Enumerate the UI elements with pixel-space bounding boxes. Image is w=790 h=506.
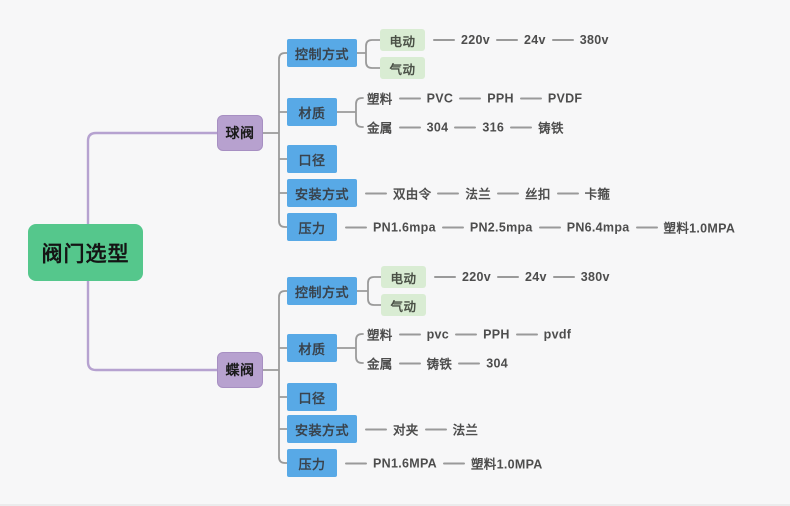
topic-node-diameter[interactable]: 口径	[287, 145, 337, 173]
leaf-text[interactable]: 铸铁	[538, 121, 564, 136]
leaf-text[interactable]: PPH	[483, 327, 510, 341]
connector-segment	[496, 39, 519, 41]
leaf-text[interactable]: 塑料1.0MPA	[663, 221, 736, 236]
leaf-text[interactable]: 380v	[580, 270, 610, 284]
leaf-chain-pressure: PN1.6mpa PN2.5mpa PN6.4mpa 塑料1.0MPA	[339, 218, 735, 237]
connector-segment	[424, 428, 447, 430]
row-bracket-line	[336, 97, 364, 128]
leaf-text[interactable]: 塑料1.0MPA	[471, 457, 543, 472]
leaf-text[interactable]: 卡箍	[584, 187, 611, 202]
branch-connector-line	[86, 279, 219, 372]
leaf-text[interactable]: 24v	[525, 270, 547, 284]
connector-segment	[519, 97, 542, 99]
leaf-text[interactable]: 对夹	[393, 423, 419, 438]
row-label-plastic[interactable]: 塑料	[367, 92, 393, 107]
leaf-text[interactable]: PN1.6MPA	[373, 456, 437, 470]
leaf-text[interactable]: 铸铁	[426, 357, 453, 372]
sub-node-electric[interactable]: 电动	[380, 29, 425, 51]
row-label-metal[interactable]: 金属	[367, 121, 393, 136]
sub-node-electric[interactable]: 电动	[381, 266, 426, 288]
connector-segment	[552, 276, 575, 278]
connector-segment	[556, 192, 579, 194]
leaf-chain-metal: 金属 铸铁 304	[367, 354, 508, 373]
connector-segment	[635, 226, 658, 228]
row-label-metal[interactable]: 金属	[367, 357, 393, 372]
leaf-text[interactable]: 24v	[524, 33, 546, 47]
leaf-chain-metal: 金属 304 316 铸铁	[367, 118, 564, 137]
leaf-chain-plastic: 塑料 PVC PPH PVDF	[367, 89, 582, 108]
branch-node-butterfly-valve[interactable]: 蝶阀	[217, 352, 263, 388]
row-bracket-line	[336, 333, 364, 364]
connector-segment	[454, 126, 477, 128]
connector-segment	[398, 97, 421, 99]
leaf-text[interactable]: 丝扣	[525, 187, 551, 202]
leaf-text[interactable]: PN1.6mpa	[373, 220, 436, 234]
sub-bracket-line	[356, 276, 382, 306]
topic-bracket-line	[262, 52, 288, 228]
leaf-chain-installation: 对夹 法兰	[359, 420, 478, 439]
branch-connector-line	[86, 131, 219, 226]
topic-node-material[interactable]: 材质	[287, 98, 337, 126]
connector-segment	[459, 97, 482, 99]
leaf-text[interactable]: PN6.4mpa	[566, 220, 630, 234]
connector-segment	[458, 362, 481, 364]
leaf-text[interactable]: 304	[486, 356, 508, 370]
leaf-text[interactable]: 380v	[579, 33, 609, 47]
connector-segment	[497, 276, 520, 278]
topic-bracket-line	[262, 290, 288, 464]
connector-segment	[455, 333, 478, 335]
sub-node-pneumatic[interactable]: 气动	[381, 294, 426, 316]
topic-node-installation[interactable]: 安装方式	[287, 179, 357, 207]
connector-segment	[510, 126, 533, 128]
leaf-text[interactable]: PVC	[426, 91, 454, 105]
topic-node-material[interactable]: 材质	[287, 334, 337, 362]
connector-segment	[398, 126, 421, 128]
connector-segment	[538, 226, 561, 228]
topic-node-pressure[interactable]: 压力	[287, 213, 337, 241]
branch-node-ball-valve[interactable]: 球阀	[217, 115, 263, 151]
leaf-chain-electric: 220v 24v 380v	[428, 270, 610, 284]
connector-segment	[345, 226, 367, 228]
connector-segment	[434, 276, 456, 278]
root-node-valve-selection[interactable]: 阀门选型	[28, 224, 143, 281]
connector-segment	[441, 226, 464, 228]
connector-segment	[433, 39, 455, 41]
leaf-text[interactable]: pvc	[426, 327, 450, 341]
leaf-text[interactable]: 304	[426, 120, 449, 134]
leaf-text[interactable]: PN2.5mpa	[469, 220, 533, 234]
leaf-chain-pressure: PN1.6MPA 塑料1.0MPA	[339, 454, 543, 473]
connector-segment	[345, 462, 367, 464]
leaf-text[interactable]: pvdf	[543, 327, 572, 341]
leaf-text[interactable]: 双由令	[393, 187, 432, 202]
connector-segment	[365, 192, 387, 194]
connector-segment	[398, 362, 421, 364]
row-label-plastic[interactable]: 塑料	[367, 328, 393, 343]
leaf-text[interactable]: 法兰	[452, 423, 479, 438]
connector-segment	[551, 39, 574, 41]
leaf-text[interactable]: PPH	[487, 91, 514, 105]
leaf-chain-plastic: 塑料 pvc PPH pvdf	[367, 325, 571, 344]
connector-segment	[365, 428, 387, 430]
leaf-text[interactable]: 法兰	[465, 187, 492, 202]
sub-bracket-line	[356, 39, 381, 69]
topic-node-control-mode[interactable]: 控制方式	[287, 39, 357, 67]
connector-segment	[443, 462, 465, 464]
leaf-chain-electric: 220v 24v 380v	[427, 33, 609, 47]
connector-segment	[497, 192, 520, 194]
topic-node-diameter[interactable]: 口径	[287, 383, 337, 411]
sub-node-pneumatic[interactable]: 气动	[380, 57, 425, 79]
connector-segment	[515, 333, 538, 335]
leaf-text[interactable]: PVDF	[547, 91, 583, 105]
leaf-text[interactable]: 220v	[461, 33, 491, 47]
connector-segment	[437, 192, 460, 194]
topic-node-pressure[interactable]: 压力	[287, 449, 337, 477]
connector-segment	[398, 333, 421, 335]
leaf-text[interactable]: 220v	[462, 270, 492, 284]
topic-node-control-mode[interactable]: 控制方式	[287, 277, 357, 305]
leaf-chain-installation: 双由令 法兰 丝扣 卡箍	[359, 184, 610, 203]
topic-node-installation[interactable]: 安装方式	[287, 415, 357, 443]
leaf-text[interactable]: 316	[482, 120, 505, 134]
